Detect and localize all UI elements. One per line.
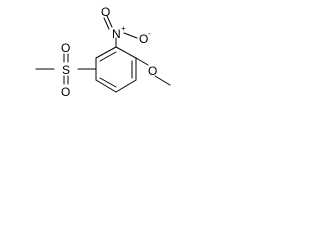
atom-sulfur: S (62, 63, 70, 77)
ring-bond-c1-c2 (95, 46, 117, 59)
chemical-structure-diagram: S O O N + O O - O (35, 5, 171, 99)
ring-double-bond-inner-1 (99, 51, 117, 62)
nitro-group: N + O O - (101, 5, 151, 48)
benzene-ring (95, 46, 137, 93)
ring-double-bond-inner-3 (99, 77, 117, 88)
atom-sulfonyl-oxygen-top: O (61, 41, 70, 55)
atom-methoxy-oxygen: O (148, 64, 157, 78)
atom-nitro-oxygen-double: O (101, 5, 110, 19)
atom-nitro-oxygen-single: O (139, 32, 148, 46)
ring-bond-c5-c6 (95, 79, 117, 93)
methylsulfonyl-group: S O O (35, 41, 97, 99)
bond-nitrogen-oxygen-double-a (103, 17, 110, 30)
bond-ring-to-methoxy-oxygen (135, 57, 149, 66)
ring-bond-c2-c3 (115, 46, 137, 59)
atom-nitro-nitrogen: N (112, 27, 121, 41)
atom-sulfonyl-oxygen-bottom: O (61, 85, 70, 99)
bond-nitrogen-oxygen-double-b (106, 15, 113, 28)
bond-methoxy-oxygen-to-methyl (154, 75, 171, 86)
methoxy-group: O (135, 57, 171, 86)
bond-nitrogen-oxygen-single (123, 32, 138, 39)
nitro-negative-charge: - (148, 29, 151, 38)
ring-bond-c4-c5 (115, 79, 137, 93)
nitro-positive-charge: + (121, 24, 126, 33)
